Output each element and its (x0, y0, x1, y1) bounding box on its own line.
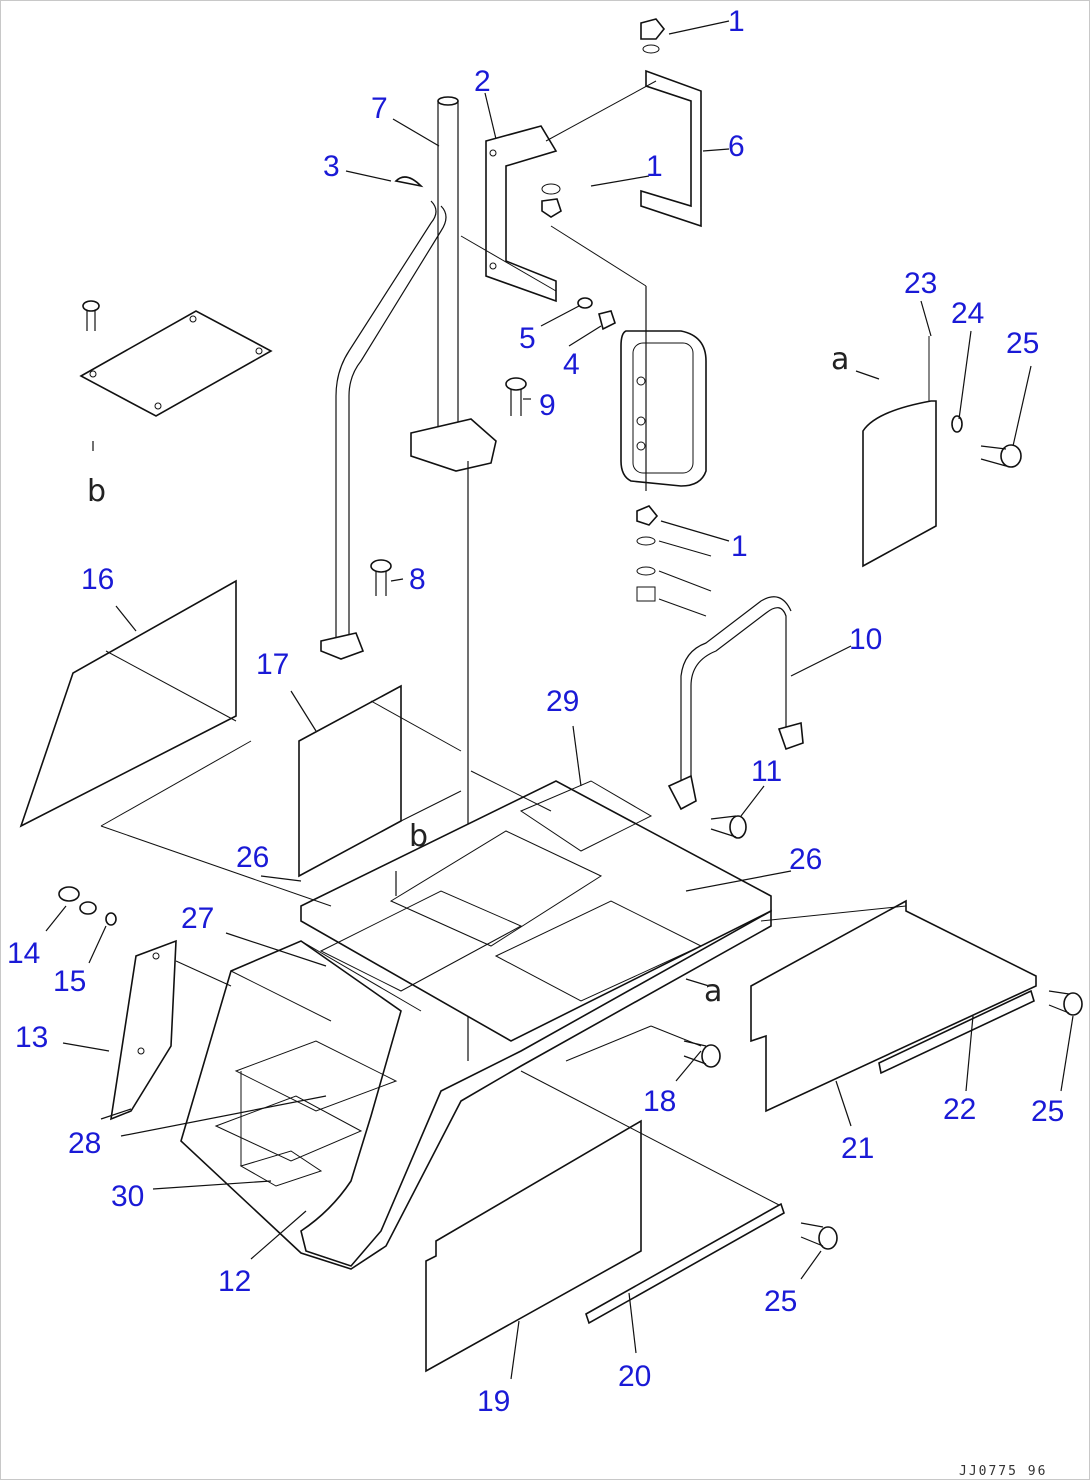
callout-1: 1 (731, 530, 748, 563)
part-10-handrail (667, 596, 804, 811)
callout-24: 24 (951, 297, 984, 330)
callout-20: 20 (618, 1360, 651, 1393)
part-8-bolt (370, 559, 392, 596)
callout-17: 17 (256, 648, 289, 681)
callout-25: 25 (764, 1285, 797, 1318)
part-29-platform (100, 770, 772, 1042)
callout-19: 19 (477, 1385, 510, 1418)
callout-16: 16 (81, 563, 114, 596)
part-25-bolt-right (1048, 990, 1083, 1016)
part-12-stairs (180, 909, 772, 1270)
callout-18: 18 (643, 1085, 676, 1118)
arrow-ref-a-upper (855, 370, 880, 380)
callout-29: 29 (546, 685, 579, 718)
callout-26: 26 (789, 843, 822, 876)
arrow-ref-a-lower (685, 978, 710, 987)
part-15-washer (105, 912, 117, 926)
parts-4-5-nut-washer (577, 297, 616, 331)
callout-7: 7 (371, 92, 388, 125)
callout-3: 3 (323, 150, 340, 183)
part-22-strip (878, 989, 1035, 1075)
callout-30: 30 (111, 1180, 144, 1213)
callout-12: 12 (218, 1265, 251, 1298)
callout-13: 13 (15, 1021, 48, 1054)
callout-6: 6 (728, 130, 745, 163)
callout-5: 5 (519, 322, 536, 355)
part-20-strip (585, 1202, 785, 1325)
part-17-panel (298, 684, 462, 878)
part-1-nut-mid (541, 183, 562, 218)
cover-plate-detail-b (79, 300, 273, 451)
part-25-bolt-upper (980, 444, 1022, 468)
callout-27: 27 (181, 902, 214, 935)
part-18-bolt (683, 1040, 721, 1068)
part-14-bolt (58, 886, 97, 915)
ref-letter-b-upper: b (87, 474, 106, 509)
part-2-bracket (485, 125, 558, 303)
part-3-handrail (320, 176, 447, 660)
part-23-cover (862, 336, 937, 568)
ref-letter-b-lower: b (409, 819, 428, 854)
part-9-bolt (505, 377, 527, 416)
callout-25: 25 (1031, 1095, 1064, 1128)
part-21-panel (750, 899, 1037, 1113)
callout-4: 4 (563, 348, 580, 381)
part-1-nut-top (640, 18, 666, 54)
part-6-bracket (640, 69, 702, 228)
callout-9: 9 (539, 389, 556, 422)
mirror-assembly (620, 286, 707, 491)
callout-2: 2 (474, 65, 491, 98)
part-11-bolt (710, 815, 747, 839)
callout-26: 26 (236, 841, 269, 874)
leader-lines (45, 20, 1074, 1380)
ref-letter-a-upper: a (831, 342, 849, 377)
callout-1: 1 (646, 150, 663, 183)
callout-25: 25 (1006, 327, 1039, 360)
drawing-code: JJ0775 96 (959, 1464, 1047, 1479)
callout-28: 28 (68, 1127, 101, 1160)
callout-23: 23 (904, 267, 937, 300)
part-24-washer (951, 415, 963, 433)
part-1-nut-lower (636, 505, 712, 617)
callout-1: 1 (728, 5, 745, 38)
part-16-panel (19, 579, 252, 828)
callout-22: 22 (943, 1093, 976, 1126)
callout-14: 14 (7, 937, 40, 970)
callout-21: 21 (841, 1132, 874, 1165)
callout-15: 15 (53, 965, 86, 998)
part-7-pole (410, 96, 497, 1061)
callout-10: 10 (849, 623, 882, 656)
part-13-plate (109, 939, 232, 1121)
part-19-panel (425, 1070, 782, 1373)
ref-letter-a-lower: a (704, 974, 722, 1009)
part-25-bolt-bottom (800, 1222, 838, 1250)
callout-8: 8 (409, 563, 426, 596)
callout-11: 11 (751, 755, 782, 788)
